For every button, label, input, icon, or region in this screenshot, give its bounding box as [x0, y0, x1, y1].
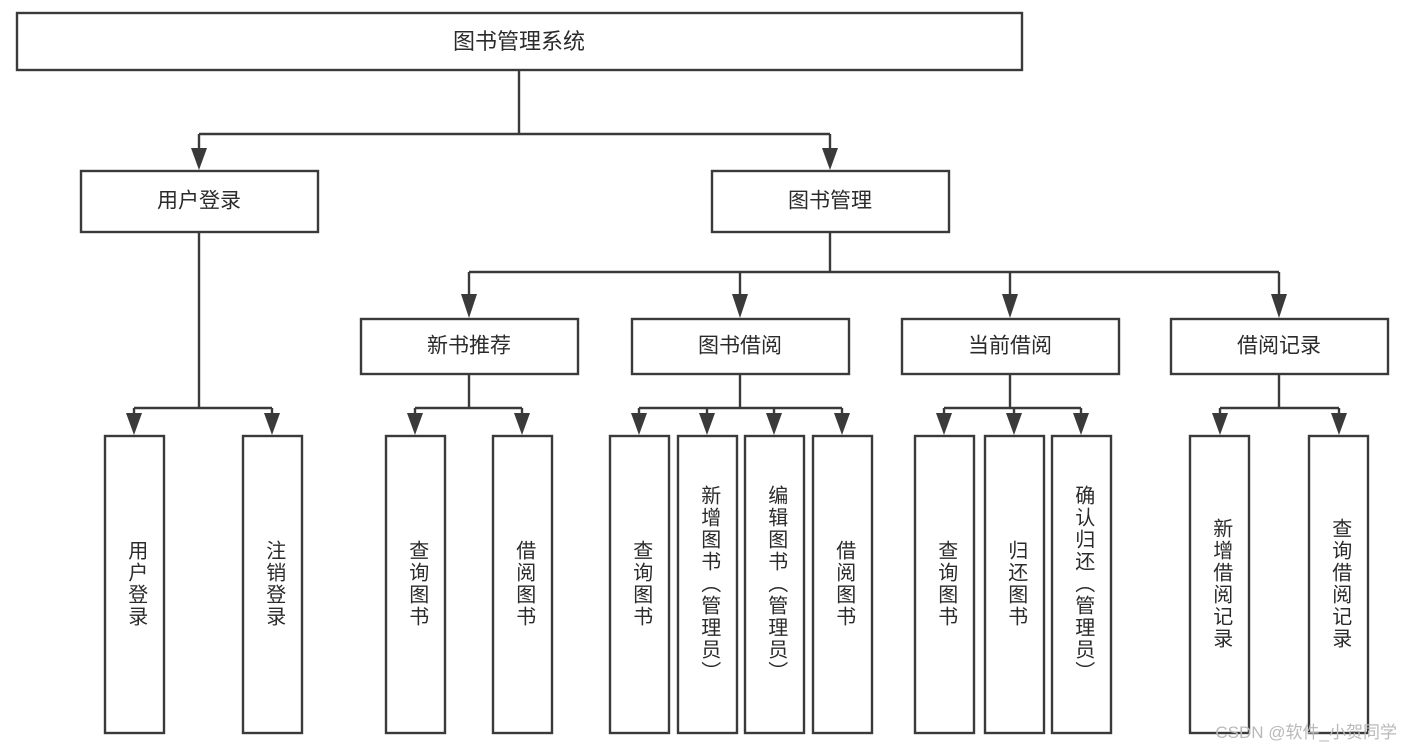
arrowhead-to-leaf-query-book-3 [936, 413, 952, 435]
node-user-login-label: 用户登录 [157, 190, 241, 213]
arrowhead-to-leaf-user-login [126, 413, 142, 435]
arrowhead-to-leaf-add-book [699, 413, 715, 435]
node-user-login-box[interactable] [79, 169, 320, 234]
leaf-node-confirm-return-box[interactable] [1050, 434, 1113, 735]
node-root-label: 图书管理系统 [453, 29, 585, 54]
leaf-node-borrow-book-2-label: 借阅图书 [833, 540, 856, 628]
arrowhead-to-leaf-query-book-1 [407, 413, 423, 435]
node-new-book-recommend-box[interactable] [359, 317, 580, 376]
leaf-node-borrow-book-2-box[interactable] [811, 434, 874, 735]
leaf-node-add-record-box[interactable] [1188, 434, 1251, 735]
leaf-node-query-record-box[interactable] [1307, 434, 1370, 735]
node-book-borrow[interactable]: 图书借阅 [630, 317, 851, 376]
leaf-node-query-book-2-label: 查询图书 [630, 540, 653, 628]
connector-book-management-trunk [467, 232, 1281, 300]
leaf-node-query-book-1-label: 查询图书 [406, 540, 429, 628]
node-book-borrow-box[interactable] [630, 317, 851, 376]
leaf-node-add-record-label: 新增借阅记录 [1210, 518, 1233, 650]
leaf-node-return-book-label: 归还图书 [1005, 540, 1028, 628]
connector-root-trunk [197, 70, 832, 160]
leaf-node-logout-login-box[interactable] [241, 434, 304, 735]
connector-user-login-trunk [132, 232, 274, 425]
arrowhead-to-leaf-borrow-book-2 [834, 413, 850, 435]
arrowhead-to-book-borrow [732, 294, 748, 318]
connector-borrow-record-trunk [1218, 374, 1341, 425]
node-user-login[interactable]: 用户登录 [79, 169, 320, 234]
arrowhead-to-leaf-query-book-2 [631, 413, 647, 435]
leaf-node-add-record[interactable]: 新增借阅记录 [1188, 434, 1251, 735]
leaf-node-return-book[interactable]: 归还图书 [983, 434, 1046, 735]
leaf-node-add-book-label: 新增图书（管理员） [698, 485, 721, 683]
leaf-node-query-book-3-label: 查询图书 [935, 540, 958, 628]
node-book-management-label: 图书管理 [788, 190, 872, 213]
leaf-node-return-book-box[interactable] [983, 434, 1046, 735]
arrowhead-to-leaf-confirm-return [1073, 413, 1089, 435]
node-new-book-recommend[interactable]: 新书推荐 [359, 317, 580, 376]
leaf-node-borrow-book-1-label: 借阅图书 [513, 540, 536, 628]
leaf-node-logout-login-label: 注销登录 [263, 540, 286, 628]
arrowhead-to-leaf-logout-login [264, 413, 280, 435]
leaf-layer: 用户登录 注销登录 查询图书 借阅图书 查询图书 新 [103, 434, 1370, 735]
leaf-node-query-book-3[interactable]: 查询图书 [913, 434, 976, 735]
leaf-node-user-login[interactable]: 用户登录 [103, 434, 166, 735]
node-new-book-recommend-label: 新书推荐 [427, 335, 511, 358]
leaf-node-confirm-return-label: 确认归还（管理员） [1072, 485, 1095, 683]
leaf-node-user-login-label: 用户登录 [125, 540, 148, 628]
csdn-watermark: CSDN @软件_小贺同学 [1215, 723, 1397, 742]
arrowhead-to-leaf-query-record [1331, 413, 1347, 435]
node-borrow-record-box[interactable] [1169, 317, 1390, 376]
arrowhead-to-user-login [191, 148, 207, 170]
leaf-node-edit-book[interactable]: 编辑图书（管理员） [743, 434, 806, 735]
arrowhead-to-borrow-record [1271, 294, 1287, 318]
node-borrow-record[interactable]: 借阅记录 [1169, 317, 1390, 376]
node-book-management-box[interactable] [710, 169, 951, 234]
node-root[interactable]: 图书管理系统 [15, 11, 1024, 72]
leaf-node-query-record[interactable]: 查询借阅记录 [1307, 434, 1370, 735]
connector-layer [126, 70, 1347, 435]
leaf-node-borrow-book-1-box[interactable] [491, 434, 554, 735]
connector-book-borrow-trunk [637, 374, 844, 425]
leaf-node-query-book-3-box[interactable] [913, 434, 976, 735]
arrowhead-to-book-management [822, 148, 838, 170]
leaf-node-confirm-return[interactable]: 确认归还（管理员） [1050, 434, 1113, 735]
arrowhead-to-leaf-return-book [1006, 413, 1022, 435]
leaf-node-query-book-1-box[interactable] [384, 434, 447, 735]
leaf-node-query-book-2-box[interactable] [608, 434, 671, 735]
leaf-node-logout-login[interactable]: 注销登录 [241, 434, 304, 735]
node-current-borrow[interactable]: 当前借阅 [900, 317, 1121, 376]
node-root-box[interactable] [15, 11, 1024, 72]
node-book-borrow-label: 图书借阅 [698, 335, 782, 358]
arrowhead-to-current-borrow [1002, 294, 1018, 318]
leaf-node-query-record-label: 查询借阅记录 [1329, 518, 1352, 650]
arrowhead-to-leaf-edit-book [766, 413, 782, 435]
leaf-node-borrow-book-1[interactable]: 借阅图书 [491, 434, 554, 735]
node-borrow-record-label: 借阅记录 [1237, 335, 1321, 358]
leaf-node-borrow-book-2[interactable]: 借阅图书 [811, 434, 874, 735]
leaf-node-edit-book-label: 编辑图书（管理员） [765, 485, 788, 683]
leaf-node-query-book-1[interactable]: 查询图书 [384, 434, 447, 735]
leaf-node-user-login-box[interactable] [103, 434, 166, 735]
connector-new-book-recommend-trunk [413, 374, 524, 425]
leaf-node-add-book[interactable]: 新增图书（管理员） [676, 434, 739, 735]
arrowhead-to-leaf-borrow-book-1 [514, 413, 530, 435]
leaf-node-query-book-2[interactable]: 查询图书 [608, 434, 671, 735]
leaf-node-add-book-box[interactable] [676, 434, 739, 735]
arrowhead-to-new-book-recommend [461, 294, 477, 318]
node-current-borrow-label: 当前借阅 [968, 335, 1052, 358]
node-current-borrow-box[interactable] [900, 317, 1121, 376]
leaf-node-edit-book-box[interactable] [743, 434, 806, 735]
node-book-management[interactable]: 图书管理 [710, 169, 951, 234]
arrowhead-to-leaf-add-record [1212, 413, 1228, 435]
